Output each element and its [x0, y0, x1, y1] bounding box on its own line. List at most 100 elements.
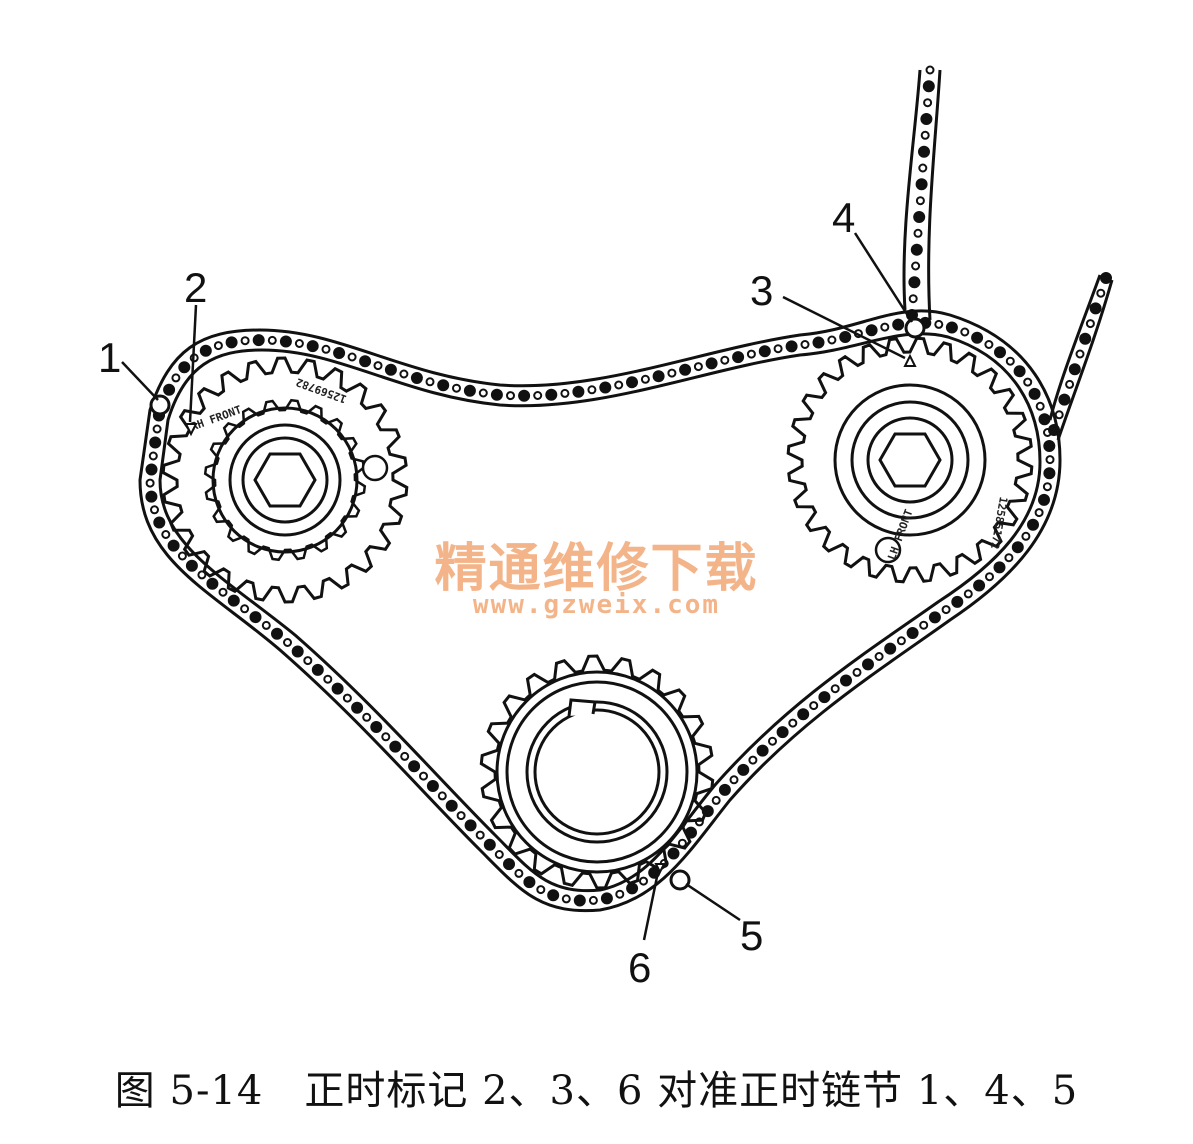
chain-link [1075, 349, 1085, 359]
chain-link [746, 349, 756, 359]
chain-link [252, 334, 265, 347]
chain-link [1042, 482, 1052, 492]
chain-link [922, 80, 935, 93]
chain-link [908, 294, 918, 304]
timing-link-1 [149, 394, 171, 416]
chain-link [177, 551, 187, 561]
chain-link [240, 336, 250, 346]
chain-link [399, 369, 409, 379]
chain-link [910, 243, 923, 256]
chain-link [547, 889, 560, 902]
chain-link [400, 751, 410, 761]
chain-link [615, 889, 625, 899]
chain-link [523, 876, 536, 889]
dowel-hole [361, 454, 389, 482]
chain-link [945, 321, 958, 334]
chain-link [776, 726, 789, 739]
chain-link [1034, 508, 1044, 518]
callout-2: 2 [184, 264, 207, 311]
chain-link [475, 830, 485, 840]
watermark-url: www.gzweix.com [472, 590, 721, 620]
chain-link [913, 211, 926, 223]
chain-link [1005, 356, 1015, 366]
chain-link [626, 376, 638, 389]
chain-link [865, 324, 878, 337]
chain-link [370, 721, 383, 733]
chain-link [913, 228, 923, 238]
chain-link [963, 589, 973, 599]
chain-link [153, 516, 166, 529]
chain-link [852, 667, 862, 677]
right-cam-sprocket: LH FRONT 12585172 [786, 336, 1034, 584]
chain-link [261, 620, 271, 630]
chain-link [862, 658, 874, 671]
chain-link [827, 335, 837, 345]
chain-link [161, 530, 171, 539]
chain-link [267, 335, 277, 345]
chain-link [1021, 531, 1031, 541]
chain-link [705, 357, 718, 370]
chain-link [1054, 410, 1064, 420]
chain-link [818, 691, 831, 704]
chain-link [911, 261, 921, 271]
chain-link [919, 620, 929, 630]
chain-link [614, 380, 624, 390]
chain-link [381, 732, 391, 742]
chain-link [1045, 455, 1055, 465]
chain-link [797, 708, 810, 721]
chain-link [639, 876, 648, 886]
chain-link [588, 895, 598, 905]
chain-link [347, 352, 357, 362]
chain-link [178, 361, 191, 374]
chain-link [197, 570, 207, 580]
chain-link [737, 763, 750, 776]
chain-link [812, 336, 825, 349]
chain-link [560, 388, 570, 398]
chain-link [908, 276, 921, 289]
chain-link [1027, 518, 1039, 531]
timing-mark-2 [184, 423, 198, 437]
chain-link [918, 163, 928, 173]
chain-link [1079, 332, 1092, 345]
hex-bolt-icon [253, 452, 317, 508]
keyway-icon [567, 698, 597, 717]
chain-link [951, 595, 964, 608]
chain-link [545, 388, 558, 401]
chain-link [478, 388, 488, 398]
chain-link [884, 642, 897, 655]
chain-link [915, 178, 928, 191]
left-cam-sprocket: RH FRONT 12569782 [161, 356, 409, 604]
chain-link [941, 605, 951, 615]
chain-link [425, 377, 435, 387]
chain-link [145, 463, 158, 476]
chain-link [1011, 541, 1024, 554]
chain-link [199, 344, 212, 357]
timing-link-4 [904, 317, 926, 339]
chain-link [536, 885, 546, 895]
chain-link [920, 113, 933, 125]
chain-link [720, 355, 730, 365]
chain-link [773, 344, 783, 354]
callout-3: 3 [750, 267, 773, 314]
chain-link [490, 388, 503, 401]
chain-link [1048, 424, 1060, 436]
chain-link [373, 361, 383, 371]
chain-link [993, 561, 1006, 574]
chain-link [1065, 379, 1075, 389]
chain-link [1089, 302, 1102, 315]
chain-link [600, 892, 613, 905]
chain-link [587, 385, 597, 395]
chain-link [920, 130, 930, 140]
chain-link [1038, 493, 1050, 506]
chain-link [1058, 393, 1071, 406]
figure-caption: 图 5-14 正时标记 2、3、6 对准正时链节 1、4、5 [114, 1068, 1079, 1114]
chain-link [985, 572, 994, 582]
chain-link [503, 858, 515, 871]
chain-link [342, 693, 352, 703]
chain-link [362, 712, 372, 722]
chain-link [896, 636, 906, 646]
chain-link [1013, 365, 1026, 378]
timing-link-5 [669, 869, 691, 891]
chain-link [915, 196, 925, 206]
